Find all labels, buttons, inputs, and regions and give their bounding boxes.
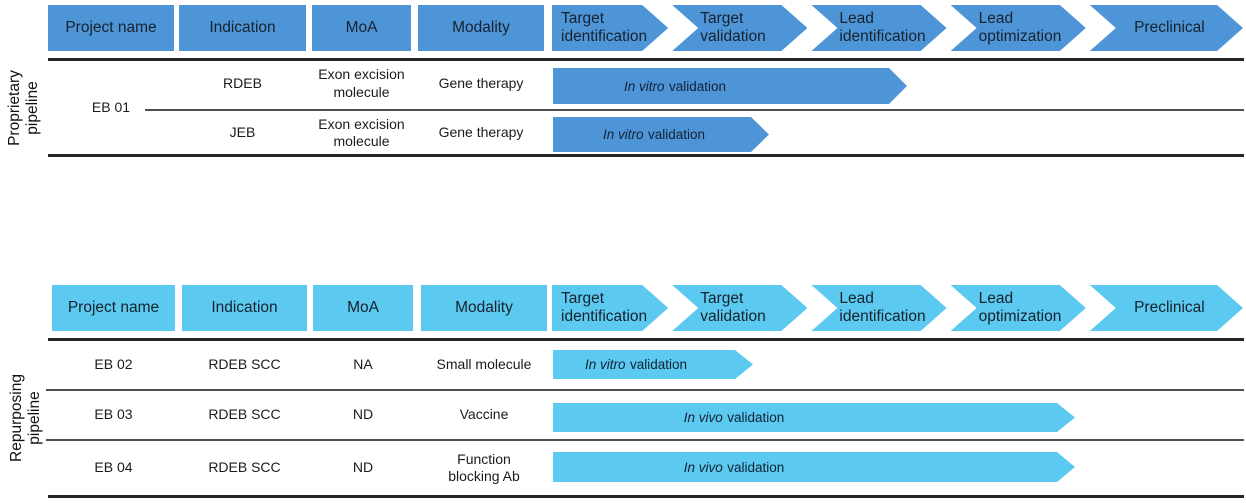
header-cell-moa: MoA — [312, 5, 411, 51]
cell-moa: ND — [352, 406, 374, 423]
stage-chevron-preclinical: Preclinical — [1090, 5, 1243, 51]
status-arrow-label: validation — [727, 410, 785, 425]
stage-header-row: Target identification Target validation … — [552, 285, 1243, 331]
status-arrow-label: validation — [668, 78, 726, 94]
status-arrow-label: validation — [647, 127, 705, 142]
stage-chevron-lead-identification: Lead identification — [811, 5, 946, 51]
side-label-repurposing: Repurposing pipeline — [8, 374, 43, 462]
status-arrow-label-italic: In vitro — [584, 357, 626, 372]
divider-row — [145, 109, 1244, 111]
status-arrow-eb01-jeb: In vitro validation — [553, 117, 769, 152]
cell-indication: RDEB SCC — [208, 356, 281, 373]
header-cell-project-name: Project name — [48, 5, 174, 51]
stage-chevron-target-validation: Target validation — [672, 5, 807, 51]
status-arrow-label: validation — [629, 357, 687, 372]
cell-project: EB 03 — [94, 406, 133, 423]
cell-modality: Vaccine — [459, 406, 509, 423]
status-arrow-eb04: In vivo validation — [553, 452, 1075, 482]
status-arrow-label-italic: In vivo — [683, 410, 723, 425]
divider-table-bottom — [48, 154, 1244, 157]
cell-indication: RDEB SCC — [208, 459, 281, 476]
cell-moa: ND — [352, 459, 374, 476]
stage-chevron-lead-optimization: Lead optimization — [951, 5, 1086, 51]
stage-chevron-target-validation: Target validation — [672, 285, 807, 331]
cell-indication: RDEB SCC — [208, 406, 281, 423]
header-cell-project-name: Project name — [52, 285, 175, 331]
cell-modality: Function blocking Ab — [448, 450, 520, 485]
stage-chevron-preclinical: Preclinical — [1090, 285, 1243, 331]
status-arrow-eb03: In vivo validation — [553, 403, 1075, 432]
cell-indication: JEB — [229, 124, 256, 141]
header-cell-indication: Indication — [179, 5, 306, 51]
stage-chevron-target-identification: Target identification — [552, 5, 668, 51]
cell-modality: Gene therapy — [438, 74, 524, 91]
status-arrow-label: validation — [727, 459, 785, 475]
status-arrow-eb02: In vitro validation — [553, 350, 753, 379]
divider-header-bottom — [48, 58, 1244, 61]
header-cell-moa: MoA — [313, 285, 413, 331]
divider-row — [46, 389, 1244, 391]
stage-header-row: Target identification Target validation … — [552, 5, 1243, 51]
cell-project: EB 01 — [91, 98, 131, 115]
cell-moa: Exon excision molecule — [318, 115, 405, 150]
header-cell-modality: Modality — [418, 5, 544, 51]
cell-moa: NA — [353, 356, 373, 373]
cell-project: EB 02 — [94, 356, 133, 373]
stage-chevron-lead-identification: Lead identification — [811, 285, 946, 331]
status-arrow-label-italic: In vitro — [602, 127, 644, 142]
side-label-proprietary: Proprietary pipeline — [6, 70, 41, 146]
cell-moa: Exon excision molecule — [318, 66, 405, 100]
stage-chevron-target-identification: Target identification — [552, 285, 668, 331]
status-arrow-label-italic: In vitro — [623, 78, 665, 94]
cell-indication: RDEB — [223, 74, 262, 91]
divider-row — [46, 439, 1244, 441]
cell-project: EB 04 — [94, 459, 133, 476]
status-arrow-label-italic: In vivo — [683, 459, 723, 475]
header-cell-indication: Indication — [182, 285, 307, 331]
cell-modality: Small molecule — [436, 356, 532, 373]
divider-table-bottom — [48, 495, 1244, 498]
stage-chevron-lead-optimization: Lead optimization — [951, 285, 1086, 331]
status-arrow-eb01-rdeb: In vitro validation — [553, 68, 907, 104]
divider-header-bottom — [48, 338, 1244, 341]
cell-modality: Gene therapy — [438, 124, 524, 141]
header-cell-modality: Modality — [421, 285, 547, 331]
